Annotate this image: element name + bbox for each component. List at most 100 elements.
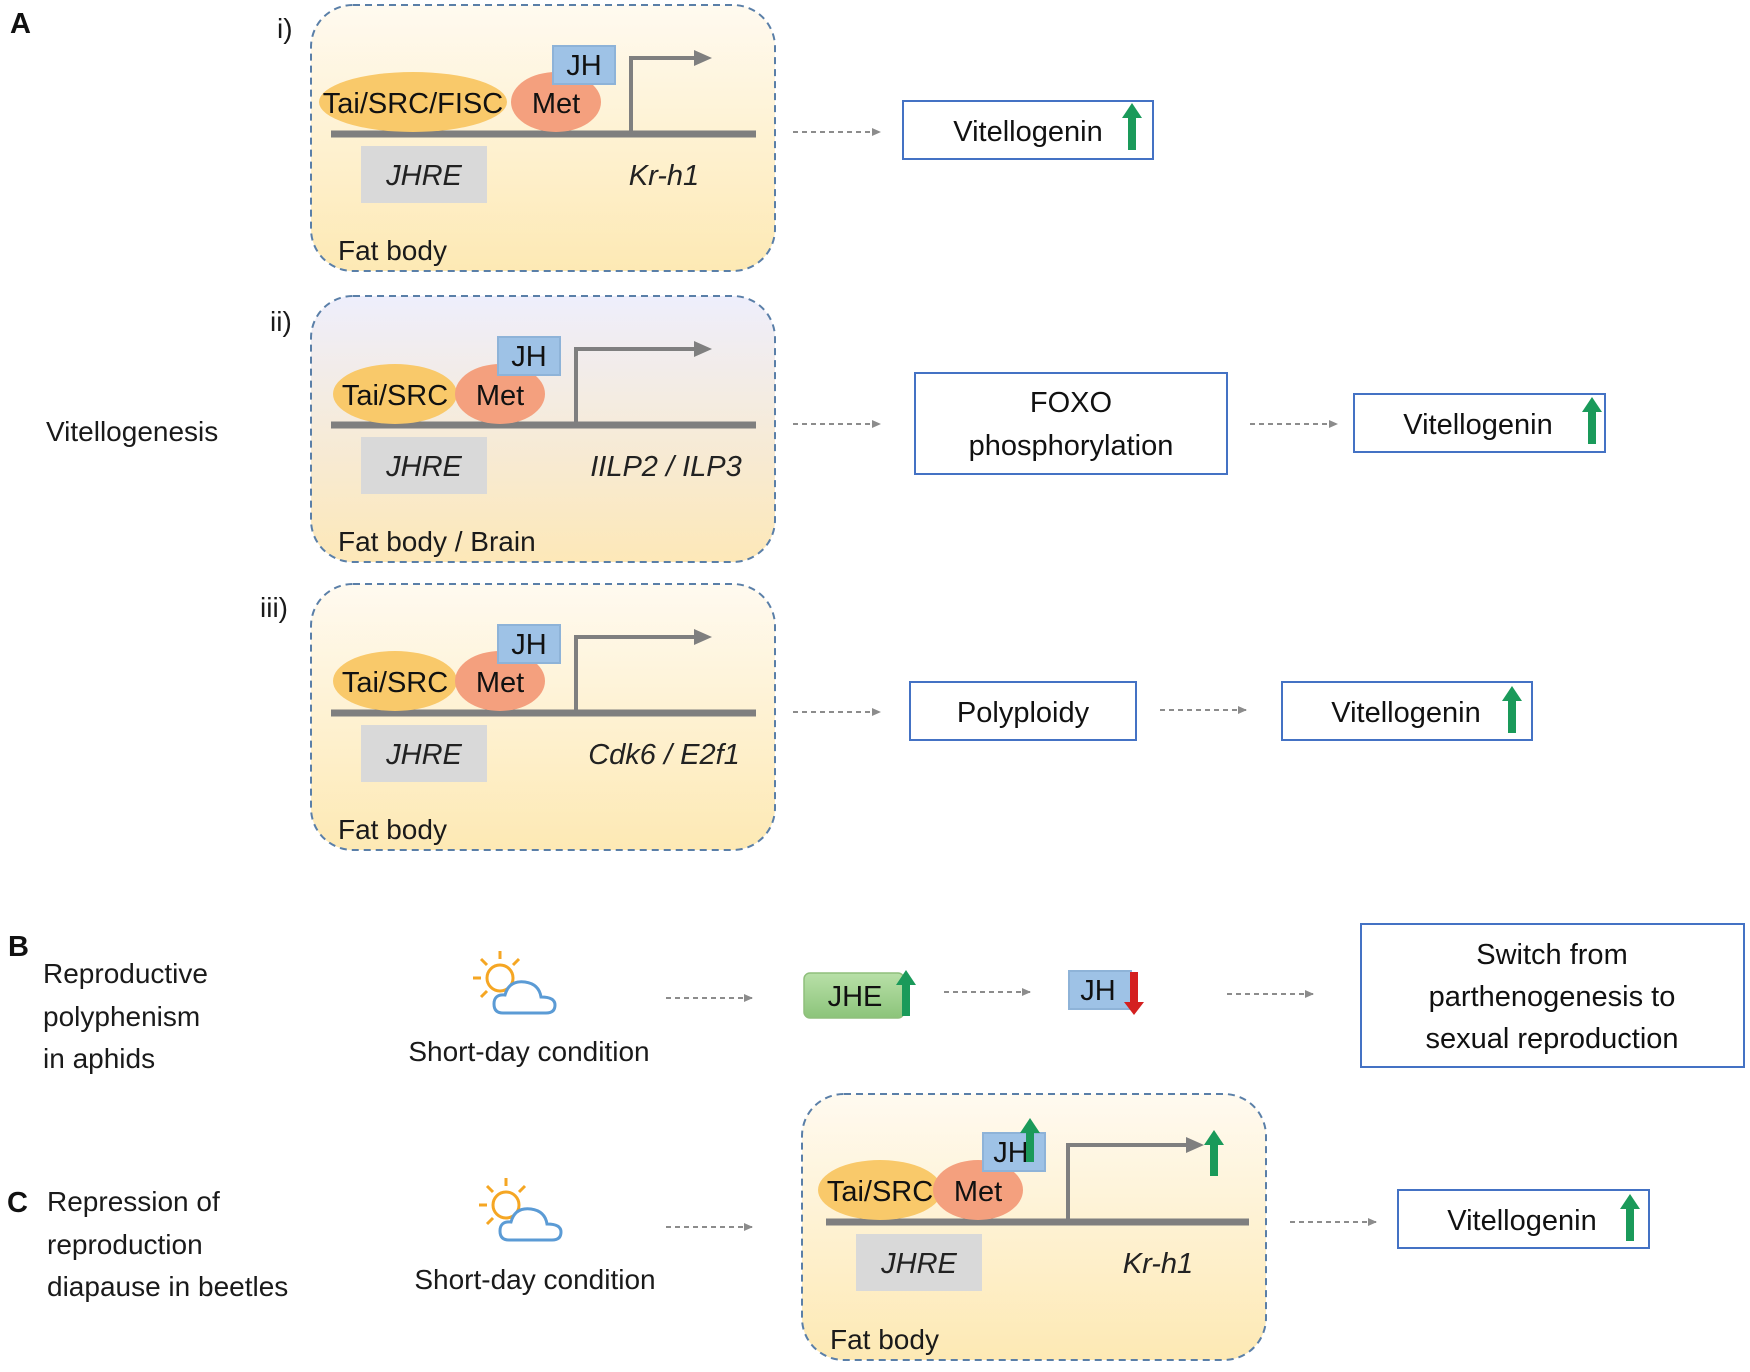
tissue-label: Fat body bbox=[338, 814, 447, 845]
jhre-label: JHRE bbox=[385, 160, 462, 192]
coactivator-tai-src bbox=[333, 651, 457, 711]
coactivator-tai-src bbox=[333, 364, 457, 424]
arrowhead-icon bbox=[1186, 1137, 1204, 1153]
process-label-vitellogenesis: Vitellogenesis bbox=[46, 416, 218, 447]
jhre-label: JHRE bbox=[880, 1248, 957, 1280]
vitellogenin-label: Vitellogenin bbox=[953, 116, 1102, 148]
transcription-start-arrow bbox=[574, 347, 700, 422]
roman-numeral-ii: ii) bbox=[270, 306, 292, 337]
process-label-line-3: diapause in beetles bbox=[47, 1271, 288, 1302]
transcription-start-arrow bbox=[629, 56, 700, 131]
jhre-element bbox=[361, 146, 487, 203]
vitellogenin-label: Vitellogenin bbox=[1447, 1205, 1596, 1237]
jh-label: JH bbox=[511, 341, 546, 373]
vitellogenin-box bbox=[902, 100, 1154, 160]
process-label-line-2: polyphenism bbox=[43, 1001, 200, 1032]
arrowhead-icon bbox=[694, 50, 712, 66]
phosphorylation-label: phosphorylation bbox=[969, 430, 1174, 462]
up-arrow-icon bbox=[1620, 1194, 1640, 1241]
outcome-box bbox=[1360, 923, 1745, 1068]
row-ii: ii) JHRE Tai/SRC Met JH IILP2 / ILP3 Fat… bbox=[270, 295, 1606, 563]
jh-label: JH bbox=[1080, 975, 1115, 1007]
panel-letter-c: C bbox=[7, 1187, 28, 1219]
jhre-label: JHRE bbox=[385, 739, 462, 771]
sun-cloud-icon bbox=[473, 951, 557, 1015]
sun-cloud-icon bbox=[479, 1178, 563, 1242]
met-receptor bbox=[455, 364, 545, 424]
polyploidy-label: Polyploidy bbox=[957, 697, 1090, 729]
row-iii: iii) JHRE Tai/SRC Met JH Cdk6 / E2f1 Fat… bbox=[260, 583, 1533, 851]
row-i: i) JHRE Tai/SRC/FISC Met JH Kr-h1 Fat bo… bbox=[277, 4, 1154, 272]
coactivator-label: Tai/SRC bbox=[827, 1176, 933, 1208]
vitellogenin-box bbox=[1353, 393, 1606, 453]
panel-c: C Repression of reproduction diapause in… bbox=[7, 1093, 1650, 1361]
jh-label: JH bbox=[511, 629, 546, 661]
coactivator-tai-src-fisc bbox=[319, 72, 507, 132]
transcription-start-arrow bbox=[574, 635, 700, 710]
outcome-line-2: parthenogenesis to bbox=[1429, 981, 1676, 1013]
up-arrow-icon bbox=[1204, 1130, 1224, 1176]
roman-numeral-i: i) bbox=[277, 13, 293, 44]
process-label-line-2: reproduction bbox=[47, 1229, 203, 1260]
jh-label: JH bbox=[566, 50, 601, 82]
vitellogenin-label: Vitellogenin bbox=[1403, 409, 1552, 441]
panel-letter-a: A bbox=[10, 8, 31, 40]
vitellogenin-box bbox=[1397, 1189, 1650, 1249]
transcription-start-arrow bbox=[1066, 1143, 1192, 1219]
met-receptor bbox=[511, 72, 601, 132]
panel-letter-b: B bbox=[8, 931, 29, 963]
up-arrow-icon bbox=[1122, 103, 1142, 150]
cell-panel-fat-body bbox=[310, 4, 776, 272]
foxo-label: FOXO bbox=[1030, 387, 1112, 419]
up-arrow-icon bbox=[1502, 686, 1522, 733]
jh-hormone bbox=[982, 1132, 1046, 1172]
vitellogenin-label: Vitellogenin bbox=[1331, 697, 1480, 729]
jh-hormone bbox=[552, 45, 616, 85]
panel-b: B Reproductive polyphenism in aphids Sho… bbox=[8, 923, 1745, 1074]
polyploidy-box bbox=[909, 681, 1137, 741]
jhre-element bbox=[361, 725, 487, 782]
met-label: Met bbox=[954, 1176, 1002, 1208]
up-arrow-icon bbox=[896, 970, 916, 1016]
target-gene-label: Kr-h1 bbox=[1123, 1248, 1193, 1280]
jhre-label: JHRE bbox=[385, 451, 462, 483]
met-label: Met bbox=[476, 667, 524, 699]
met-receptor bbox=[455, 651, 545, 711]
cell-panel-fat-body bbox=[801, 1093, 1267, 1361]
jhe-label: JHE bbox=[828, 981, 883, 1013]
condition-label: Short-day condition bbox=[414, 1264, 655, 1295]
coactivator-label: Tai/SRC/FISC bbox=[323, 88, 503, 120]
jh-hormone bbox=[497, 624, 561, 664]
outcome-line-3: sexual reproduction bbox=[1425, 1023, 1678, 1055]
up-arrow-icon bbox=[1020, 1118, 1040, 1162]
target-gene-label: Kr-h1 bbox=[629, 160, 699, 192]
coactivator-tai-src bbox=[818, 1160, 942, 1220]
condition-label: Short-day condition bbox=[408, 1036, 649, 1067]
target-gene-label: IILP2 / ILP3 bbox=[590, 451, 742, 483]
cell-panel-fat-body-brain bbox=[310, 295, 776, 563]
jh-label: JH bbox=[993, 1137, 1028, 1169]
process-label-line-1: Reproductive bbox=[43, 958, 208, 989]
jhre-element bbox=[361, 437, 487, 494]
tissue-label: Fat body bbox=[830, 1324, 939, 1355]
down-arrow-icon bbox=[1124, 972, 1144, 1015]
foxo-phosphorylation-box bbox=[914, 372, 1228, 475]
coactivator-label: Tai/SRC bbox=[342, 667, 448, 699]
target-gene-label: Cdk6 / E2f1 bbox=[588, 739, 740, 771]
process-label-line-1: Repression of bbox=[47, 1186, 220, 1217]
roman-numeral-iii: iii) bbox=[260, 592, 288, 623]
process-label-line-3: in aphids bbox=[43, 1043, 155, 1074]
met-label: Met bbox=[476, 380, 524, 412]
arrowhead-icon bbox=[694, 629, 712, 645]
jhre-element bbox=[856, 1234, 982, 1291]
coactivator-label: Tai/SRC bbox=[342, 380, 448, 412]
vitellogenin-box bbox=[1281, 681, 1533, 741]
up-arrow-icon bbox=[1582, 397, 1602, 444]
outcome-line-1: Switch from bbox=[1476, 939, 1627, 971]
tissue-label: Fat body / Brain bbox=[338, 526, 536, 557]
cell-panel-fat-body bbox=[310, 583, 776, 851]
jh-hormone bbox=[497, 336, 561, 376]
tissue-label: Fat body bbox=[338, 235, 447, 266]
met-receptor bbox=[933, 1160, 1023, 1220]
